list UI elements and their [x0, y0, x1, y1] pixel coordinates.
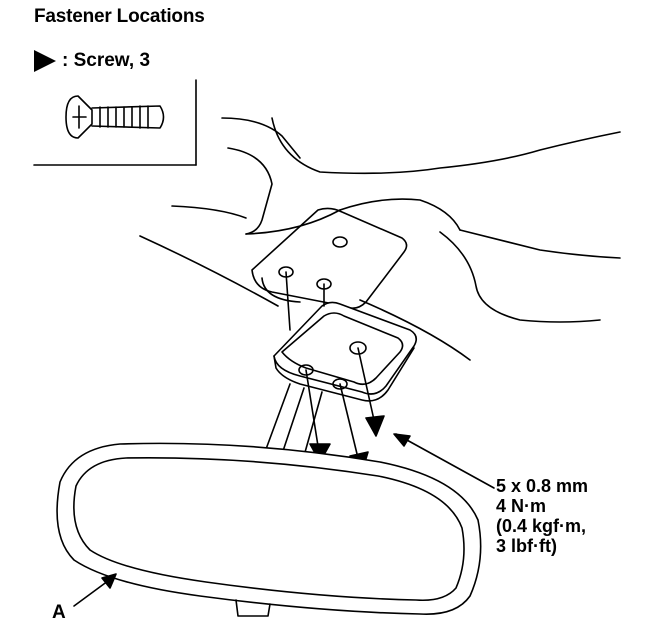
- callout-a-line: [73, 573, 117, 607]
- torque-spec: 5 x 0.8 mm 4 N·m (0.4 kgf·m, 3 lbf·ft): [496, 476, 588, 556]
- spec-torque-lbfft: 3 lbf·ft): [496, 536, 557, 556]
- screw-icon: [65, 95, 165, 139]
- headliner-panel: [139, 117, 621, 361]
- fastener-legend: : Screw, 3: [34, 50, 150, 72]
- triangle-marker-icon: [34, 50, 56, 72]
- mirror-bracket: [273, 301, 418, 402]
- spec-torque-kgfm: (0.4 kgf·m,: [496, 516, 587, 536]
- page-title: Fastener Locations: [34, 6, 205, 27]
- rearview-mirror: [56, 442, 482, 617]
- legend-label: : Screw, 3: [62, 50, 151, 71]
- screw-guide-lines: [285, 271, 375, 459]
- callout-a-label: A: [52, 602, 66, 623]
- spec-callout: [393, 433, 495, 489]
- spec-size: 5 x 0.8 mm: [496, 476, 589, 496]
- legend-box: [33, 79, 197, 166]
- mounting-pad: [251, 207, 408, 310]
- spec-torque-nm: 4 N·m: [496, 496, 547, 516]
